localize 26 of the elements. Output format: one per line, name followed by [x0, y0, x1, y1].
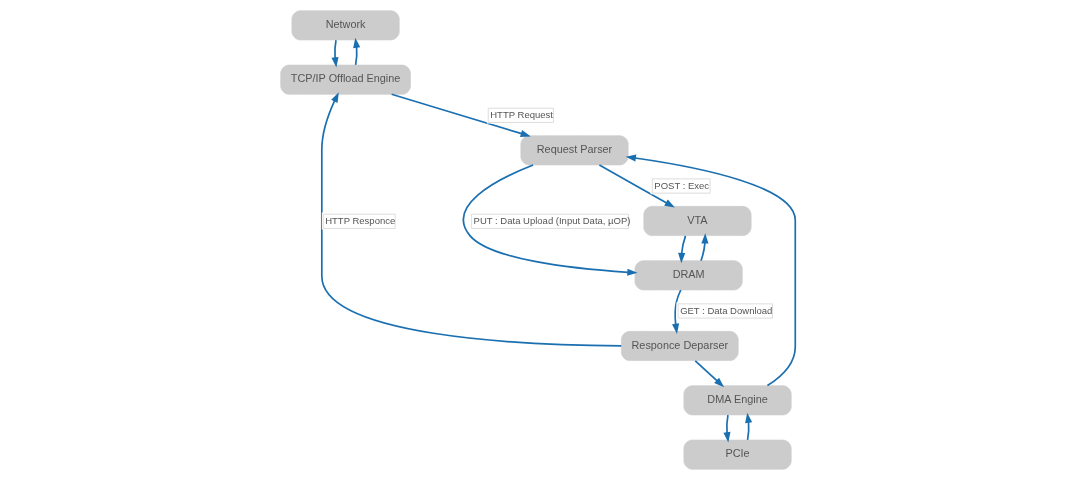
edge-label: HTTP Responce	[325, 214, 396, 226]
node-box: Responce Deparser	[621, 331, 739, 361]
arrow	[723, 414, 731, 443]
arrow	[462, 164, 638, 276]
arrow	[745, 412, 753, 441]
arrow	[331, 39, 339, 68]
edge-label: HTTP Request	[490, 108, 553, 120]
arrow	[625, 154, 797, 387]
arrow	[390, 93, 531, 137]
node-box: TCP/IP Offload Engine	[280, 64, 411, 95]
node-box: VTA	[643, 206, 752, 236]
edge-label: POST : Exec	[654, 179, 710, 191]
arrow	[678, 235, 687, 264]
node-box: PCIe	[683, 439, 792, 470]
arrow	[694, 360, 725, 388]
node-box: Request Parser	[520, 135, 629, 166]
node-box: DMA Engine	[683, 385, 792, 416]
arrow	[598, 164, 675, 208]
arrow	[320, 92, 623, 347]
edge-label: GET : Data Download	[680, 304, 773, 316]
arrow	[700, 233, 709, 262]
arrow	[353, 37, 361, 66]
node-box: Network	[291, 10, 400, 41]
arrow	[672, 289, 682, 334]
edge-label: PUT : Data Upload (Input Data, µOP)	[473, 214, 631, 226]
node-box: DRAM	[634, 260, 743, 291]
